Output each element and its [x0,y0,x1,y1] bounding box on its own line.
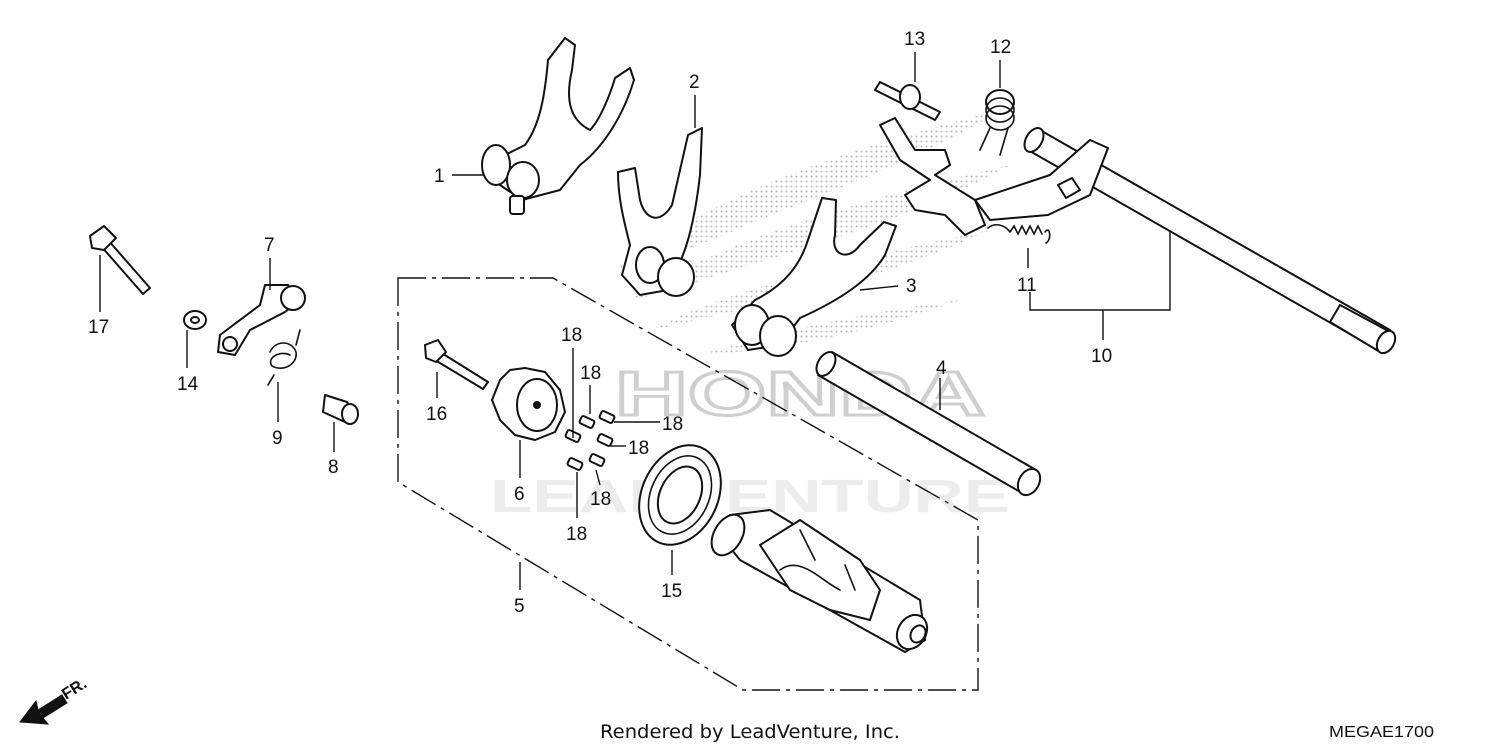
callout-4: 4 [936,358,947,379]
callout-2: 2 [689,72,700,93]
leader-lines [99,52,1171,590]
shift-arm [879,117,986,236]
stopper-spring-9 [267,329,301,386]
stopper-arm-7 [217,284,306,356]
assembly-outline [397,277,979,691]
torsion-spring-12 [979,89,1015,156]
gearshift-spindle-10 [974,127,1397,355]
callout-1: 1 [434,166,445,187]
shift-fork-3 [731,197,897,357]
stud-bolt-13 [874,81,941,121]
callout-10: 10 [1091,346,1112,367]
callout-18: 18 [580,363,601,384]
diagram-code: MEGAE1700 [1329,724,1434,741]
callout-18: 18 [566,524,587,545]
callout-18: 18 [561,325,582,346]
callout-15: 15 [661,581,682,602]
callout-16: 16 [426,404,447,425]
callout-9: 9 [272,428,283,449]
callout-17: 17 [88,317,109,338]
return-spring-11 [987,223,1051,244]
front-direction-marker: FR. [19,675,90,725]
fork-shaft-4 [815,351,1042,497]
callout-3: 3 [906,276,917,297]
callout-18: 18 [590,489,611,510]
callout-11: 11 [1017,275,1037,296]
callout-5: 5 [514,596,525,617]
callout-labels: 1 2 3 4 5 6 7 8 9 10 11 12 13 14 15 16 1… [88,29,1112,617]
callout-8: 8 [328,457,339,478]
credit-text: Rendered by LeadVenture, Inc. [600,721,900,743]
callout-18: 18 [662,414,683,435]
shift-fork-2 [617,127,703,297]
collar-8 [322,394,359,425]
callout-6: 6 [514,484,525,505]
callout-13: 13 [904,29,925,50]
bearing-15 [638,444,722,546]
front-arrow-icon [19,694,68,725]
callout-7: 7 [264,235,275,256]
bolt-17 [89,225,151,295]
callout-12: 12 [990,37,1011,58]
bolt-16 [424,339,489,390]
callout-14: 14 [177,374,199,395]
drum-center-6 [491,367,566,441]
washer-14 [183,310,207,330]
shift-drum [710,509,929,653]
callout-18: 18 [628,438,649,459]
shift-fork-1 [481,37,635,215]
